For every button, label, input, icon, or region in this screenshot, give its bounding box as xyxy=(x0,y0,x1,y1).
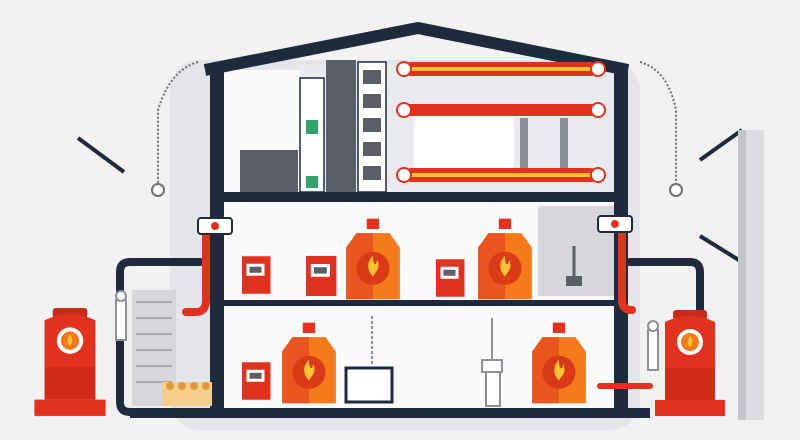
valve-boxes xyxy=(197,215,633,235)
gauges xyxy=(115,290,659,371)
decor-lines xyxy=(76,128,744,264)
water-heater-icon xyxy=(344,316,503,407)
radiator-unit xyxy=(132,290,212,406)
radiator-pipe-icon xyxy=(396,61,606,183)
control-panel-icon xyxy=(240,60,387,193)
hanging-wires xyxy=(151,61,683,197)
chimney-icon xyxy=(738,130,764,420)
